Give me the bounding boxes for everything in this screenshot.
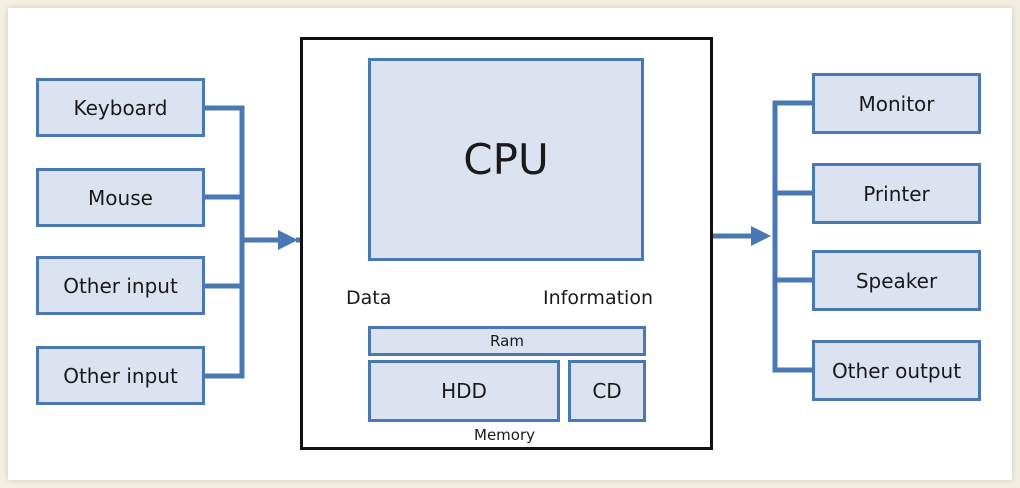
cd-label: CD bbox=[592, 379, 622, 403]
cpu-label: CPU bbox=[463, 135, 549, 184]
output-speaker: Speaker bbox=[812, 250, 981, 311]
cd-box: CD bbox=[568, 360, 646, 422]
output-monitor: Monitor bbox=[812, 73, 981, 134]
output-label: Other output bbox=[831, 358, 962, 383]
input-mouse: Mouse bbox=[36, 168, 205, 227]
output-printer: Printer bbox=[812, 163, 981, 224]
input-bus-line bbox=[202, 105, 245, 379]
ram-label: Ram bbox=[490, 332, 524, 350]
hdd-label: HDD bbox=[441, 379, 487, 403]
input-label: Other input bbox=[63, 273, 178, 298]
hdd-box: HDD bbox=[368, 360, 560, 422]
output-label: Monitor bbox=[858, 91, 935, 116]
input-other-2: Other input bbox=[36, 346, 205, 405]
input-label: Other input bbox=[63, 363, 178, 388]
input-other-1: Other input bbox=[36, 256, 205, 315]
output-label: Printer bbox=[863, 181, 930, 206]
output-other: Other output bbox=[812, 340, 981, 401]
output-bus-line bbox=[772, 100, 815, 373]
memory-label: Memory bbox=[474, 426, 536, 444]
data-label: Data bbox=[346, 287, 392, 309]
input-label: Mouse bbox=[88, 185, 153, 210]
cpu-box: CPU bbox=[368, 58, 644, 261]
input-keyboard: Keyboard bbox=[36, 78, 205, 137]
output-label: Speaker bbox=[855, 268, 938, 293]
information-label: Information bbox=[543, 287, 653, 309]
input-label: Keyboard bbox=[73, 95, 168, 120]
ram-box: Ram bbox=[368, 326, 646, 356]
